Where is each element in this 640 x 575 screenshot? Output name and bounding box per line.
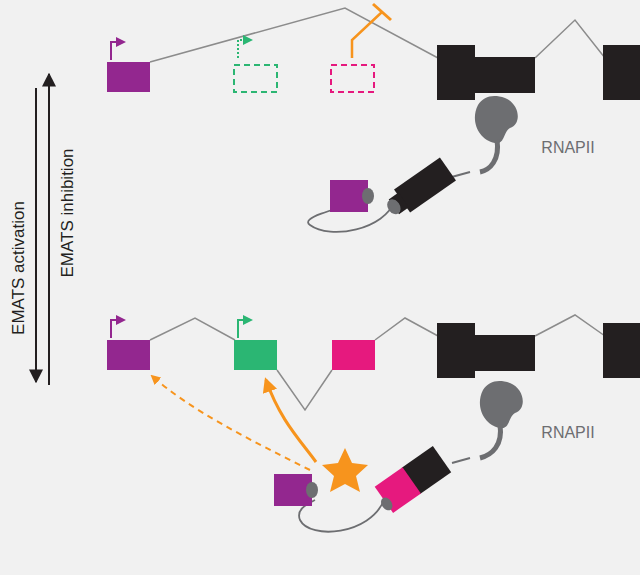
alt-exon — [234, 340, 277, 370]
rnapii-tail — [480, 425, 500, 458]
enzyme-label: RNAPII — [541, 425, 594, 441]
alt-promoter — [238, 320, 251, 338]
downstream-exon — [437, 45, 535, 100]
rna-cap — [362, 188, 374, 204]
gene-top — [107, 4, 640, 232]
weak-activation-arrow — [152, 376, 310, 470]
state-label: EMATS inhibition — [59, 148, 76, 277]
intron-line — [150, 8, 438, 62]
downstream-exon — [437, 323, 535, 378]
rnapii-symbol — [475, 96, 518, 143]
intron-line — [535, 20, 605, 58]
activation-arrow — [35, 88, 37, 382]
rna-cap — [379, 495, 395, 512]
first-exon — [107, 340, 150, 370]
gene-bottom — [107, 315, 640, 532]
cassette-exon-skipped — [331, 65, 374, 92]
inhibition-arrow — [48, 74, 50, 385]
rnapii-symbol — [480, 381, 523, 428]
intron-line — [277, 370, 332, 410]
intron-line — [150, 318, 235, 340]
state-label: EMATS activation — [10, 201, 27, 335]
intron-line — [535, 315, 605, 336]
inhibition-bar — [373, 4, 391, 20]
first-exon — [107, 62, 150, 92]
rna-strand — [452, 458, 470, 463]
alt-exon-inactive — [234, 65, 277, 92]
rna-cap — [306, 482, 318, 498]
activation-arrow — [266, 380, 316, 462]
emats-factor-star — [322, 448, 368, 492]
promoter-arrow — [111, 320, 124, 338]
rnapii-tail — [480, 140, 498, 172]
promoter-arrow — [111, 42, 124, 60]
intron-line — [375, 318, 438, 340]
alt-promoter-inactive — [238, 40, 251, 58]
cassette-exon — [332, 340, 375, 370]
inhibition-line — [352, 12, 382, 58]
downstream-exon — [603, 323, 640, 378]
enzyme-label: RNAPII — [541, 140, 594, 156]
downstream-exon — [603, 45, 640, 100]
